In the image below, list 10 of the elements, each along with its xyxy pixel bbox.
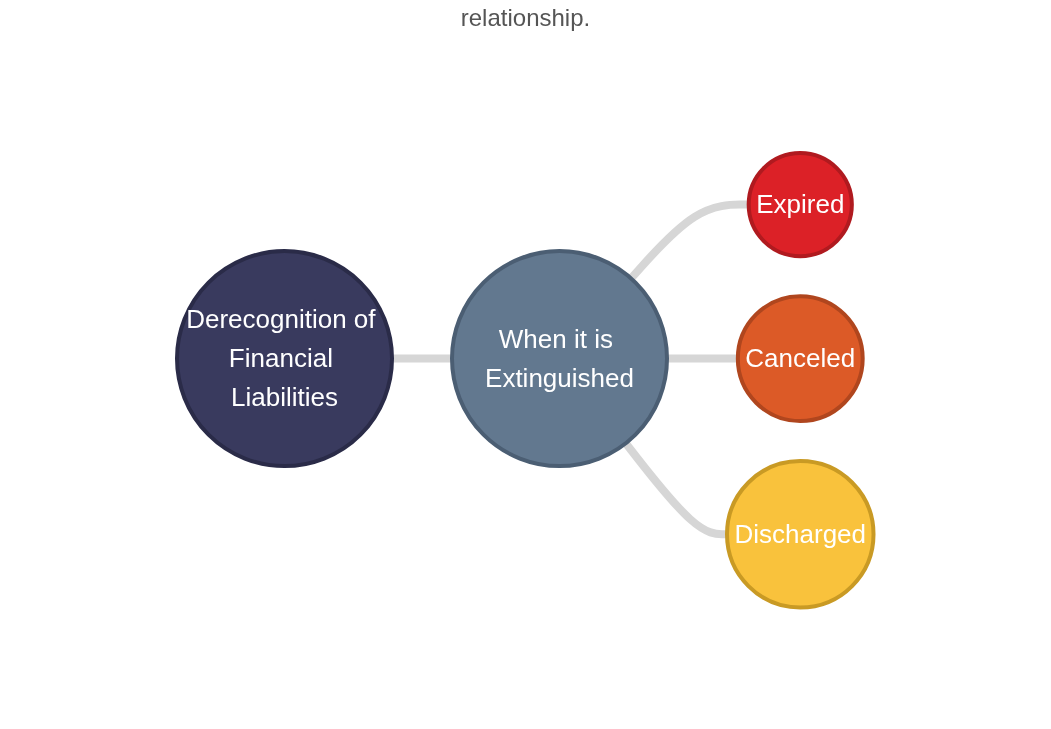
connector	[622, 440, 728, 538]
node-circle: Canceled	[736, 293, 865, 423]
connector	[667, 354, 739, 363]
node-circle: Expired	[746, 150, 855, 258]
connector	[392, 354, 453, 363]
node-circle: Derecognition of Financial Liabilities	[175, 248, 395, 468]
node-circle: Discharged	[725, 458, 876, 610]
node-circle: When it is Extinguished	[450, 248, 670, 468]
note-text: relationship.	[459, 4, 592, 32]
connector	[628, 200, 749, 281]
